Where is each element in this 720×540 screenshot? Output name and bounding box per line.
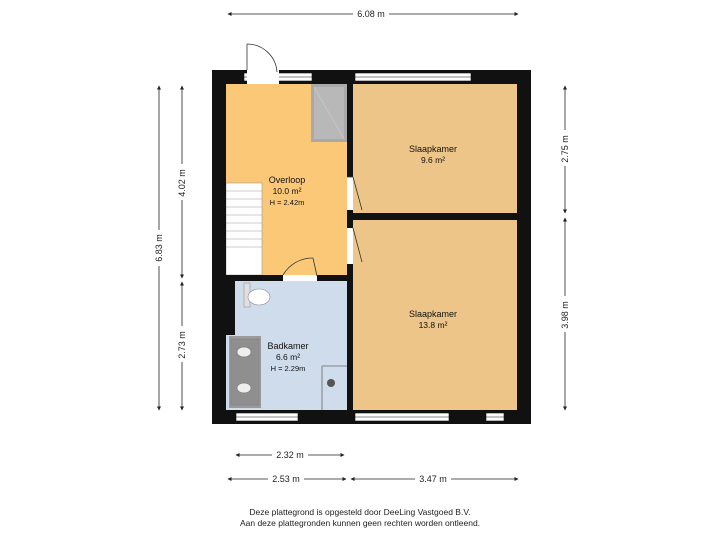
dim-right-lower: 3.98 m: [560, 301, 570, 329]
room-floors: [226, 84, 517, 410]
room-name-overloop: Overloop: [269, 175, 306, 185]
dim-bottom-right: 3.47 m: [419, 474, 447, 484]
disclaimer-line-1: Deze plattegrond is opgesteld door DeeLi…: [249, 507, 471, 517]
dim-bottom-left: 2.53 m: [272, 474, 300, 484]
room-area-badkamer: 6.6 m²: [276, 352, 300, 362]
shaft: [311, 84, 347, 142]
dim-left-total: 6.83 m: [154, 234, 164, 262]
room-area-slaapkamer-bottom: 13.8 m²: [419, 320, 448, 330]
stairs: [225, 182, 263, 276]
room-name-slaapkamer-bottom: Slaapkamer: [409, 309, 457, 319]
disclaimer: Deze plattegrond is opgesteld door DeeLi…: [0, 507, 720, 529]
dimension-labels: 6.08 m 6.83 m 4.02 m 2.73 m 2.75 m 3.98 …: [153, 8, 571, 485]
dim-left-lower: 2.73 m: [177, 331, 187, 359]
dim-left-upper: 4.02 m: [177, 169, 187, 197]
slaapkamer-bottom-floor: [353, 220, 517, 410]
slaapkamer-top-floor: [353, 84, 517, 213]
room-height-badkamer: H = 2.29m: [271, 364, 306, 373]
dim-top-width: 6.08 m: [357, 9, 385, 19]
room-labels: Overloop 10.0 m² H = 2.42m Slaapkamer 9.…: [267, 144, 457, 373]
room-name-badkamer: Badkamer: [267, 341, 308, 351]
doors: [246, 43, 363, 281]
dim-bottom-inner: 2.32 m: [276, 450, 304, 460]
bathroom-fixtures: [229, 282, 347, 410]
room-height-overloop: H = 2.42m: [270, 198, 305, 207]
room-area-overloop: 10.0 m²: [273, 186, 302, 196]
dim-right-upper: 2.75 m: [560, 135, 570, 163]
room-name-slaapkamer-top: Slaapkamer: [409, 144, 457, 154]
room-area-slaapkamer-top: 9.6 m²: [421, 155, 445, 165]
disclaimer-line-2: Aan deze plattegronden kunnen geen recht…: [239, 518, 481, 528]
